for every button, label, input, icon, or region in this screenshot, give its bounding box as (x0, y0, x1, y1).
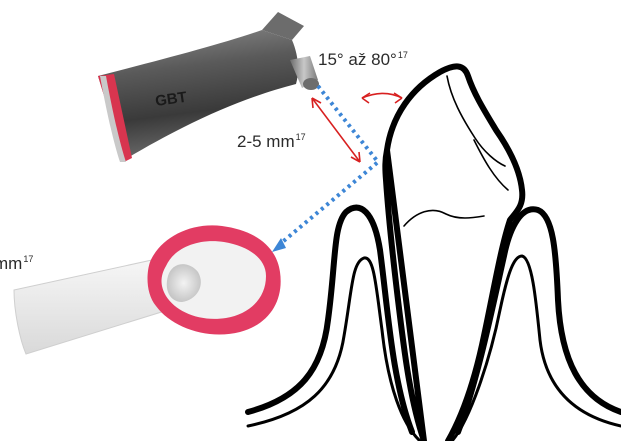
tooth-cej-line (404, 210, 484, 226)
angle-range-text: 15° až 80° (318, 50, 397, 69)
cropped-distance-label: mm17 (0, 255, 33, 272)
tooth-outline (385, 66, 522, 441)
angle-range-footnote: 17 (398, 50, 408, 60)
powder-container (14, 225, 281, 354)
dotted-spray-line (280, 86, 378, 244)
container-stem (14, 260, 168, 354)
spray-path (272, 86, 378, 252)
tooth-illustration (248, 66, 621, 441)
distance-text: 2-5 mm (237, 132, 295, 151)
angle-range-label: 15° až 80°17 (318, 51, 408, 68)
distance-label: 2-5 mm17 (237, 133, 306, 150)
cropped-distance-text: mm (0, 254, 22, 273)
handpiece-nozzle-outlet (303, 78, 319, 90)
distance-footnote: 17 (296, 132, 306, 142)
cropped-distance-footnote: 17 (23, 254, 33, 264)
angle-arrow (362, 93, 402, 103)
